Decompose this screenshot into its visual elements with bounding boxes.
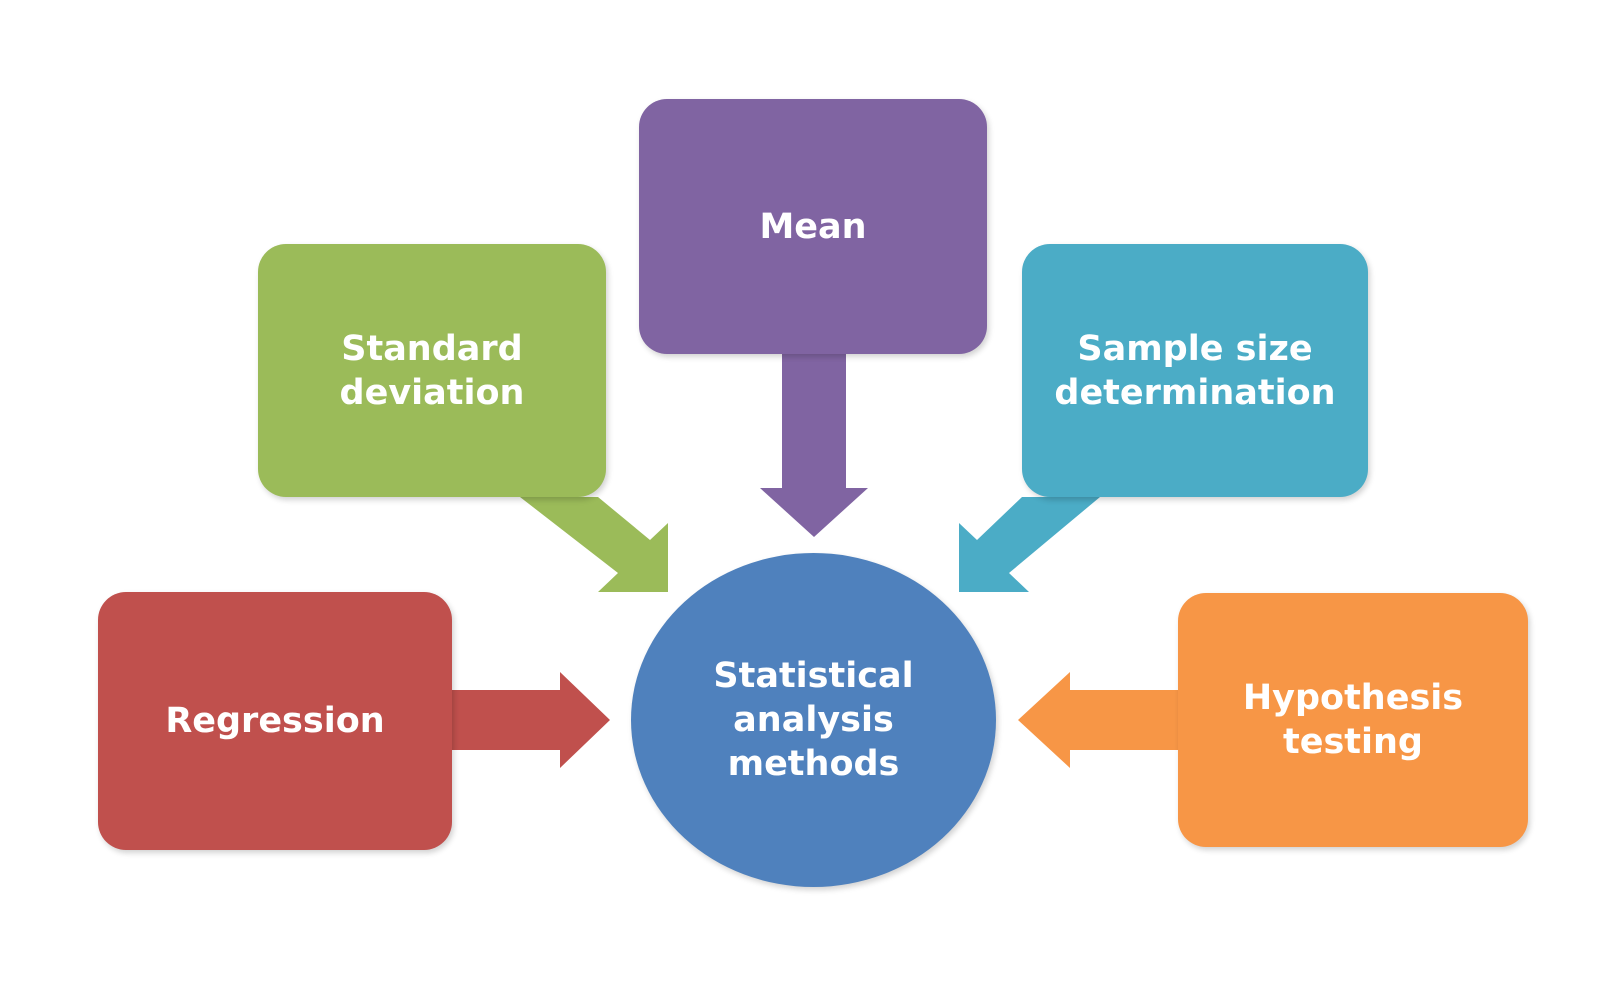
center-node-label: Statistical analysis methods [713, 656, 914, 784]
node-regression-label: Regression [165, 701, 385, 741]
arrow-regression-to-center [448, 672, 610, 768]
arrow-sample-to-center [959, 497, 1100, 592]
arrow-std-to-center [520, 497, 668, 592]
node-hypothesis-testing: Hypothesis testing [1178, 593, 1528, 847]
node-sample-size-determination: Sample size determination [1022, 244, 1368, 497]
node-mean-label: Mean [759, 206, 867, 247]
arrow-hypothesis-to-center [1018, 672, 1182, 768]
node-standard-deviation-label: Standard deviation [339, 328, 525, 413]
node-sample-size-label: Sample size determination [1054, 328, 1336, 413]
node-mean: Mean [639, 99, 987, 354]
node-regression: Regression [98, 592, 452, 850]
arrow-mean-to-center [760, 350, 868, 537]
node-hypothesis-label: Hypothesis testing [1242, 678, 1464, 762]
node-standard-deviation: Standard deviation [258, 244, 606, 497]
center-node-statistical-analysis-methods: Statistical analysis methods [631, 553, 996, 887]
